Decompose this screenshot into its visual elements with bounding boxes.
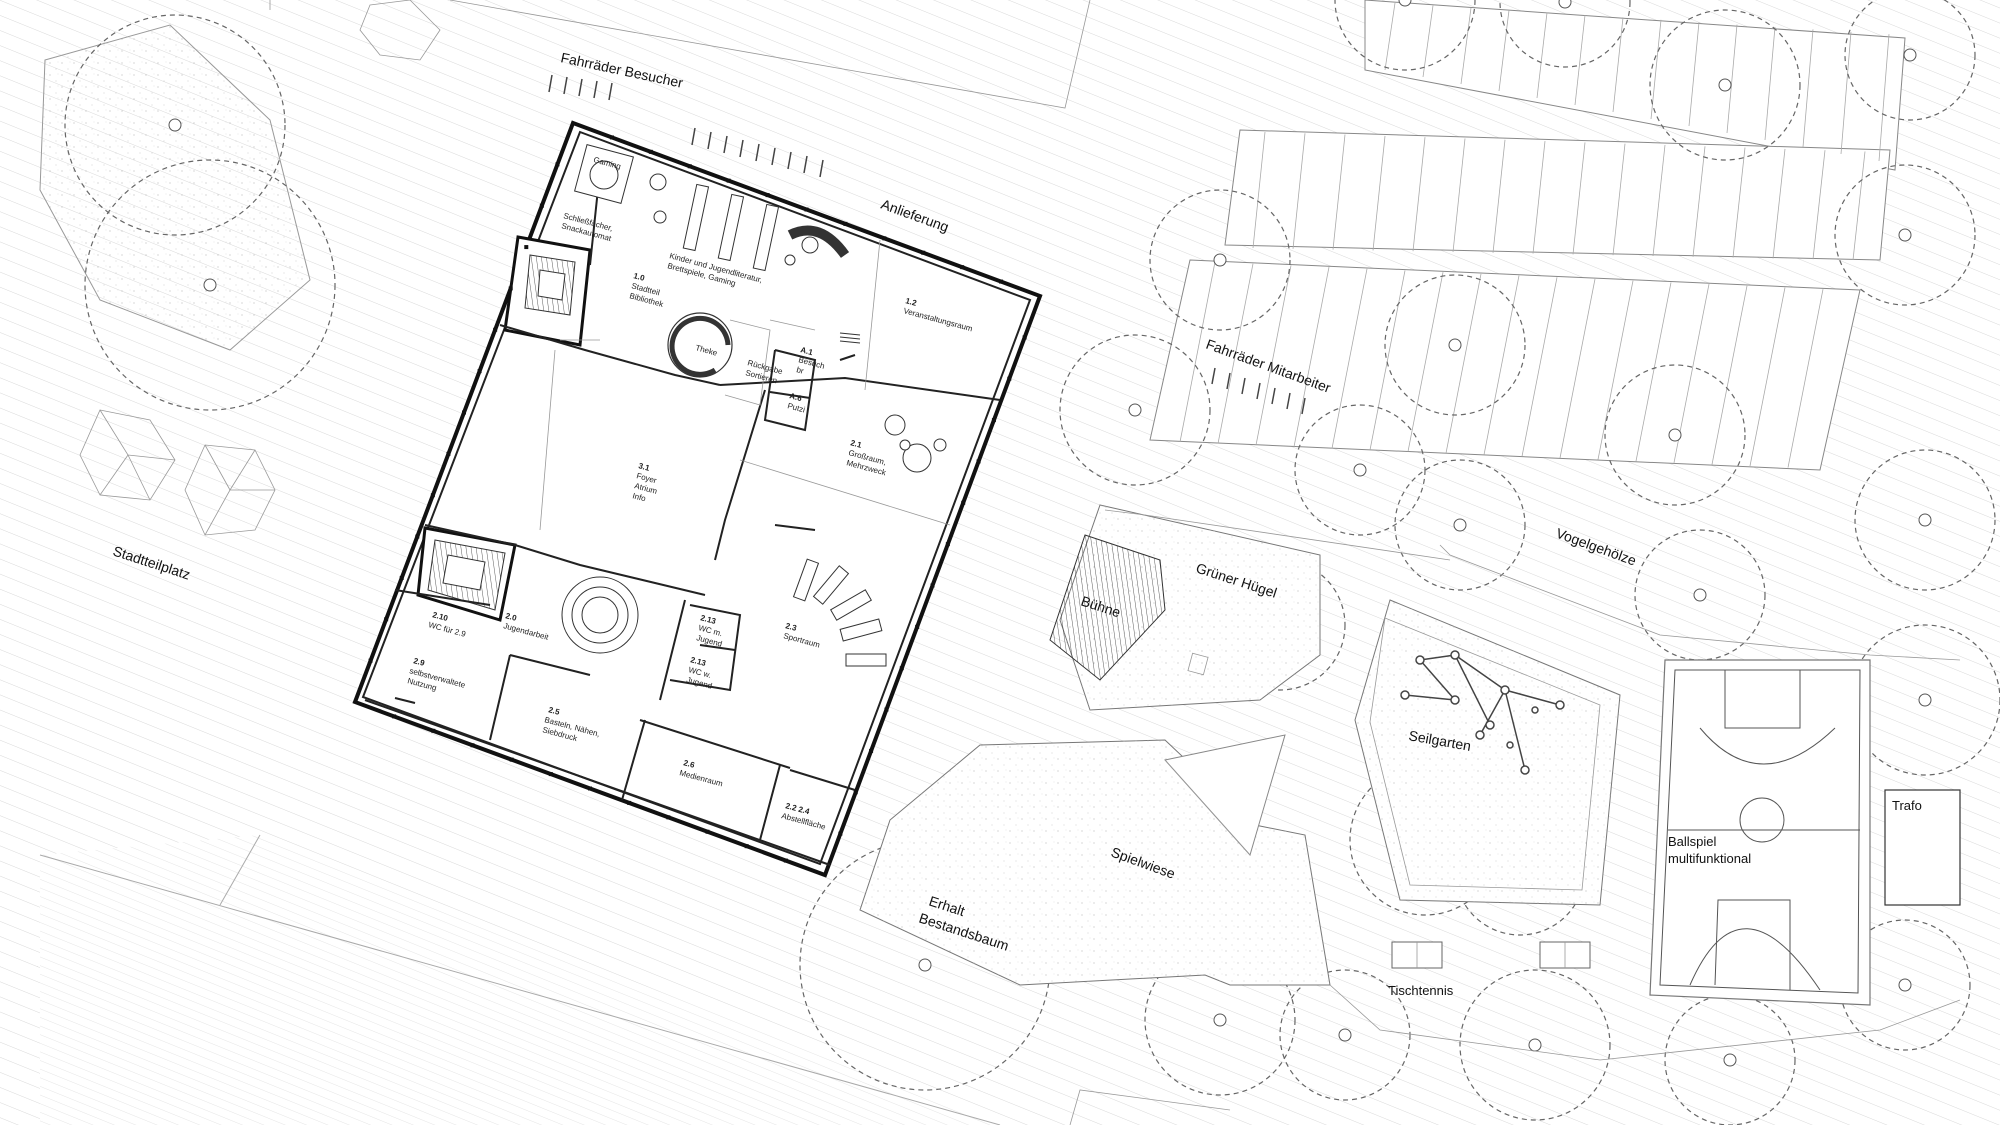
- room-3-1-num: 3.1: [637, 461, 651, 473]
- tree-trunk: [1693, 588, 1707, 602]
- neighbour-building: [269, 0, 1091, 109]
- tree-canopy: [64, 14, 286, 236]
- room-a1-b: br: [795, 365, 805, 376]
- room-2-5-num: 2.5: [547, 705, 561, 717]
- trafo-box: [1884, 789, 1961, 906]
- tree-trunk: [1668, 428, 1682, 442]
- seating-arc: [787, 225, 850, 259]
- ballspiel-court: [1649, 659, 1871, 1006]
- buehne-stage: [1049, 534, 1166, 681]
- label-trafo: Trafo: [1892, 798, 1922, 813]
- tree-trunk: [1338, 1028, 1352, 1042]
- tree-trunk: [1213, 1013, 1227, 1027]
- label-ballspiel: Ballspiel: [1668, 834, 1717, 849]
- tree-trunk: [1718, 78, 1732, 92]
- tree-canopy: [1839, 919, 1971, 1051]
- library-shelves: [649, 173, 819, 272]
- bike-racks: [548, 74, 1306, 415]
- room-2-6-num: 2.6: [682, 758, 696, 770]
- tree-trunk: [1903, 48, 1917, 62]
- tree-trunk: [1128, 403, 1142, 417]
- tree-trunk: [1528, 1038, 1542, 1052]
- grossraum-furniture: [884, 414, 947, 473]
- tree-trunk: [1558, 0, 1572, 9]
- room-2-13b-num: 2.13: [689, 655, 707, 668]
- tree-trunk: [168, 118, 182, 132]
- room-a1-num: A.1: [799, 345, 814, 357]
- theke-counter: [667, 312, 733, 378]
- jugendarbeit-circle: [561, 576, 639, 654]
- tree-trunk: [203, 278, 217, 292]
- room-2-0-num: 2.0: [504, 611, 518, 623]
- tree-canopy: [1149, 189, 1291, 331]
- tree-canopy: [1844, 0, 1976, 121]
- tree-canopy: [1459, 969, 1611, 1121]
- columns: [368, 135, 1027, 863]
- tischtennis-tables: [1391, 941, 1591, 969]
- rope-structure: [1400, 650, 1565, 775]
- tree-trunk: [918, 958, 932, 972]
- walkway-outlines: [1069, 509, 1961, 1125]
- tree-hexagon-left: [39, 24, 311, 351]
- gaming-table: [573, 143, 635, 205]
- tree-canopy: [1384, 274, 1526, 416]
- room-2-3-num: 2.3: [784, 621, 798, 633]
- tree-canopy: [1394, 459, 1526, 591]
- room-2-10-num: 2.10: [431, 610, 449, 623]
- tree-trunk: [1918, 693, 1932, 707]
- tree-trunk: [1448, 338, 1462, 352]
- tree-trunk: [1723, 1053, 1737, 1067]
- gruener-huegel-area: [1049, 504, 1321, 711]
- seilgarten-area: [1354, 599, 1621, 906]
- tree-trunk: [1453, 518, 1467, 532]
- room-1-0-num: 1.0: [632, 271, 646, 283]
- room-2-9-num: 2.9: [412, 656, 426, 668]
- sportraum-equipment: [792, 558, 887, 667]
- room-3-1-c: Info: [631, 491, 647, 503]
- tree-canopy: [1649, 9, 1801, 161]
- room-1-2-num: 1.2: [904, 296, 918, 308]
- tree-canopy: [1664, 994, 1796, 1125]
- room-2-1-num: 2.1: [849, 438, 863, 450]
- tree-canopy: [1604, 364, 1746, 506]
- tree-trunk: [1898, 228, 1912, 242]
- building: [352, 120, 1043, 878]
- stair-core-north: [503, 235, 592, 347]
- street: [39, 834, 1001, 1125]
- tree-canopy: [1834, 164, 1976, 306]
- tree-canopy: [1854, 449, 1996, 591]
- room-a6-num: A.6: [788, 391, 803, 403]
- label-multifunktional: multifunktional: [1668, 851, 1751, 866]
- tree-canopy: [1279, 969, 1411, 1101]
- tree-canopy: [84, 159, 336, 411]
- umbrella-group: [79, 0, 441, 536]
- room-2-13a-num: 2.13: [699, 613, 717, 626]
- tree-canopy: [1294, 404, 1426, 536]
- spielwiese-area: [859, 734, 1331, 986]
- tree-trunk: [1398, 0, 1412, 7]
- tree-trunk: [1898, 978, 1912, 992]
- parking-rows: [1149, 0, 1906, 471]
- label-tischtennis: Tischtennis: [1388, 983, 1454, 998]
- tree-trunk: [1353, 463, 1367, 477]
- tree-trunk: [1213, 253, 1227, 267]
- tree-canopy: [1214, 559, 1346, 691]
- tree-trunk: [1918, 513, 1932, 527]
- tree-canopy: [1059, 334, 1211, 486]
- tree-canopy: [1499, 0, 1631, 68]
- tree-canopy: [1334, 0, 1476, 71]
